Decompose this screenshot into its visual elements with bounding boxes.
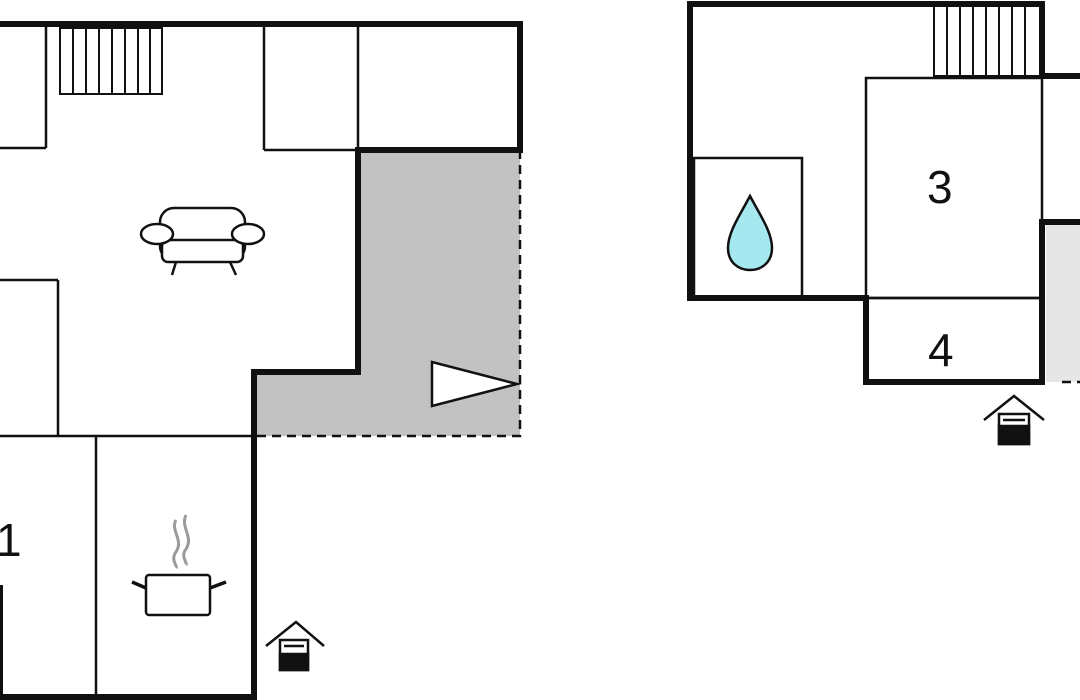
sofa-icon [139, 206, 266, 276]
room-label-4: 4 [928, 324, 954, 376]
entrance-icon [983, 394, 1045, 446]
left-floor: 1 [0, 21, 523, 700]
inner-walls-right [692, 76, 1044, 300]
water-drop-icon [726, 193, 774, 272]
outer-wall [0, 21, 523, 700]
terrace-dashed-edge [254, 150, 522, 438]
cooking-pot-icon [131, 514, 227, 617]
outer-wall-right [687, 1, 1080, 385]
staircase-icon [59, 27, 163, 95]
arrow-triangle-icon [430, 360, 522, 408]
right-floor: 3 4 [687, 1, 1080, 446]
staircase-icon [933, 5, 1041, 77]
room-label-1: 1 [0, 514, 22, 566]
entrance-icon [265, 620, 325, 672]
room-label-3: 3 [927, 161, 953, 213]
inner-walls [0, 24, 360, 697]
terrace-area-right [1046, 222, 1080, 382]
terrace-area [254, 150, 520, 436]
